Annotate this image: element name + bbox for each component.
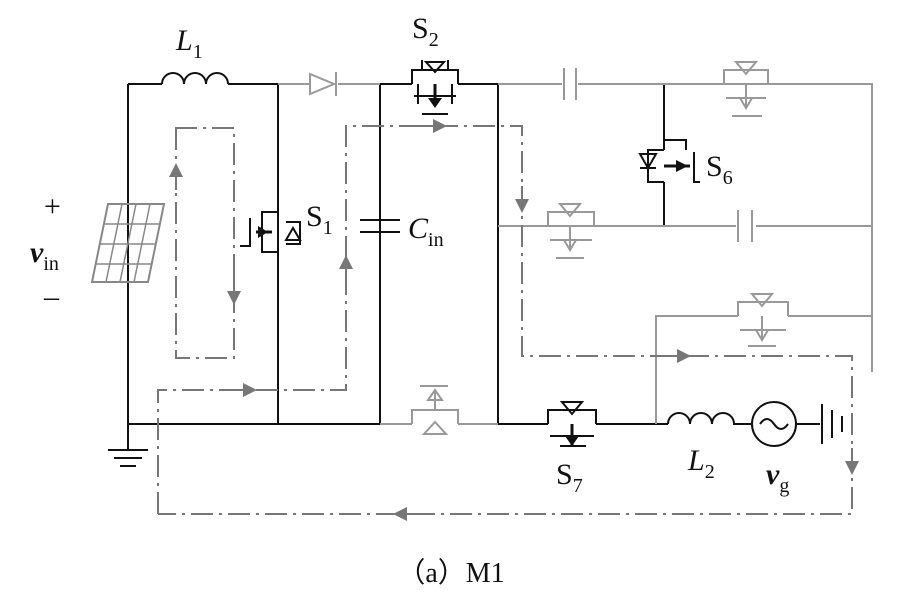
switch-s2: [411, 60, 459, 115]
label-s2: S2: [412, 12, 439, 51]
svg-text:L2: L2: [687, 444, 715, 483]
switch-bottom: [411, 385, 459, 435]
svg-text:vin: vin: [30, 236, 59, 275]
svg-text:S7: S7: [556, 458, 583, 497]
label-l2: L2: [687, 444, 715, 483]
capacitor-top: [563, 68, 577, 100]
label-minus: –: [43, 280, 60, 313]
switch-top-right: [723, 61, 769, 117]
label-vin: vin: [30, 236, 59, 275]
label-l1: L1: [175, 24, 203, 63]
figure-caption: （a）M1: [397, 557, 504, 589]
switch-s7: [547, 401, 597, 447]
ac-source-icon: [751, 401, 820, 447]
svg-text:S2: S2: [412, 12, 439, 51]
label-s1: S1: [306, 200, 333, 239]
label-s6: S6: [706, 150, 733, 189]
label-vg: vg: [766, 458, 789, 497]
svg-text:L1: L1: [175, 24, 203, 63]
svg-text:vg: vg: [766, 458, 789, 497]
diode-top: [309, 72, 337, 96]
switch-lower-right: [737, 293, 789, 347]
inactive-wiring: [278, 83, 873, 425]
inductor-l2: [667, 412, 752, 425]
label-plus: +: [44, 190, 61, 223]
inductor-l1: [161, 72, 229, 85]
capacitor-cin: [360, 219, 400, 233]
switch-s6: [638, 139, 700, 183]
capacitor-mid: [737, 210, 753, 242]
svg-text:S6: S6: [706, 150, 733, 189]
ground-icon: [108, 449, 148, 467]
current-flow-paths: [157, 119, 859, 521]
svg-text:Cin: Cin: [408, 212, 444, 251]
label-cin: Cin: [408, 212, 444, 251]
ground-icon-right: [821, 404, 843, 444]
switch-s1: [240, 211, 302, 253]
active-wiring: [127, 83, 668, 450]
svg-text:S1: S1: [306, 200, 333, 239]
switch-mid: [547, 203, 595, 259]
solar-panel-icon: [90, 203, 166, 283]
label-s7: S7: [556, 458, 583, 497]
